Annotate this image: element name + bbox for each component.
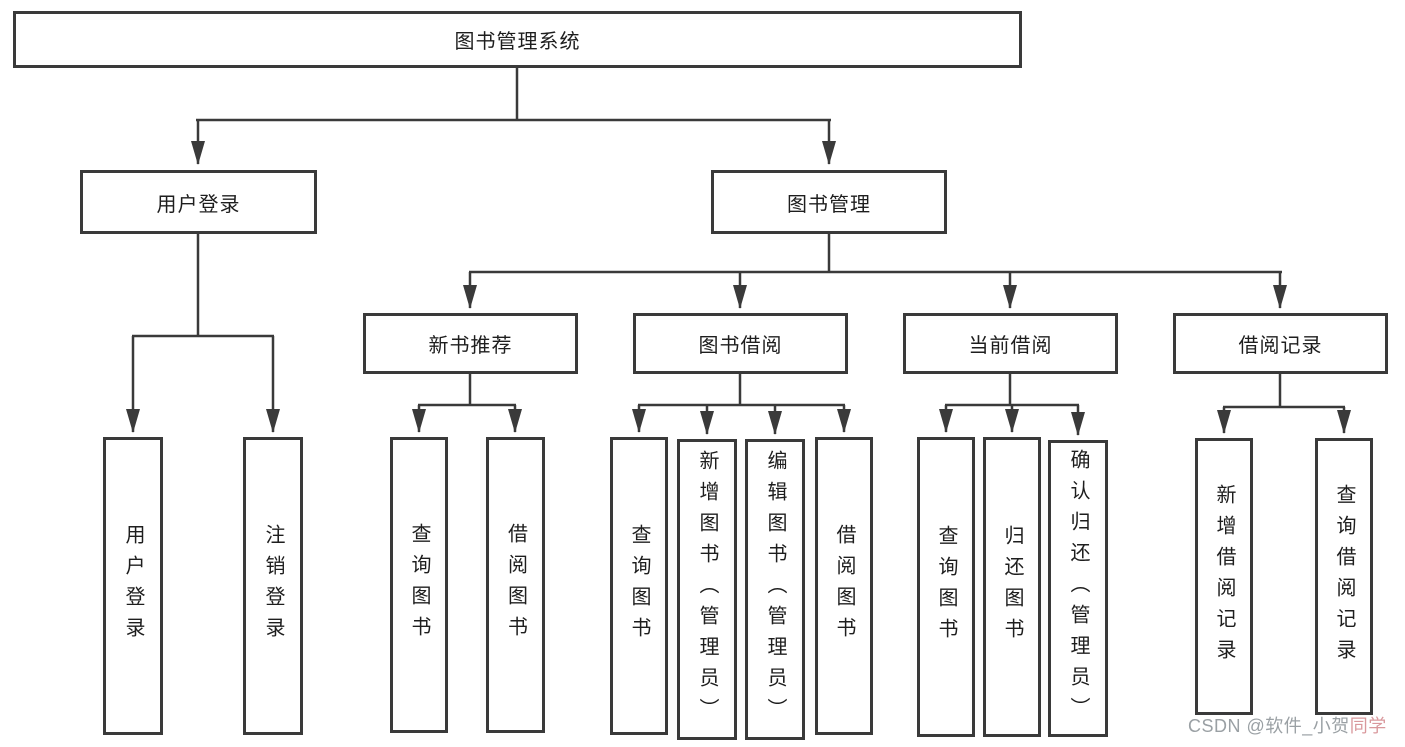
leaf-borrow-books-1: 借阅图书: [486, 437, 545, 733]
leaf-add-books-admin: 新增图书（管理员）: [677, 439, 737, 740]
leaf-user-login: 用户登录: [103, 437, 163, 735]
node-new-book-recommend: 新书推荐: [363, 313, 578, 374]
watermark-text-accent: 同学: [1349, 716, 1387, 736]
leaf-query-books-1: 查询图书: [390, 437, 448, 733]
leaf-return-books: 归还图书: [983, 437, 1041, 737]
node-user-login: 用户登录: [80, 170, 317, 234]
node-borrow-records: 借阅记录: [1173, 313, 1388, 374]
leaf-add-borrow-record: 新增借阅记录: [1195, 438, 1253, 715]
leaf-query-borrow-record: 查询借阅记录: [1315, 438, 1373, 715]
leaf-borrow-books-2: 借阅图书: [815, 437, 873, 735]
watermark-text: CSDN @软件_小贺: [1188, 716, 1350, 736]
leaf-query-books-2: 查询图书: [610, 437, 668, 735]
node-book-management: 图书管理: [711, 170, 947, 234]
leaf-confirm-return-admin: 确认归还（管理员）: [1048, 440, 1108, 737]
node-book-borrow: 图书借阅: [633, 313, 848, 374]
leaf-logout: 注销登录: [243, 437, 303, 735]
watermark: CSDN @软件_小贺同学: [1188, 712, 1387, 738]
leaf-query-books-3: 查询图书: [917, 437, 975, 737]
leaf-edit-books-admin: 编辑图书（管理员）: [745, 439, 805, 740]
node-root: 图书管理系统: [13, 11, 1022, 68]
node-current-borrow: 当前借阅: [903, 313, 1118, 374]
